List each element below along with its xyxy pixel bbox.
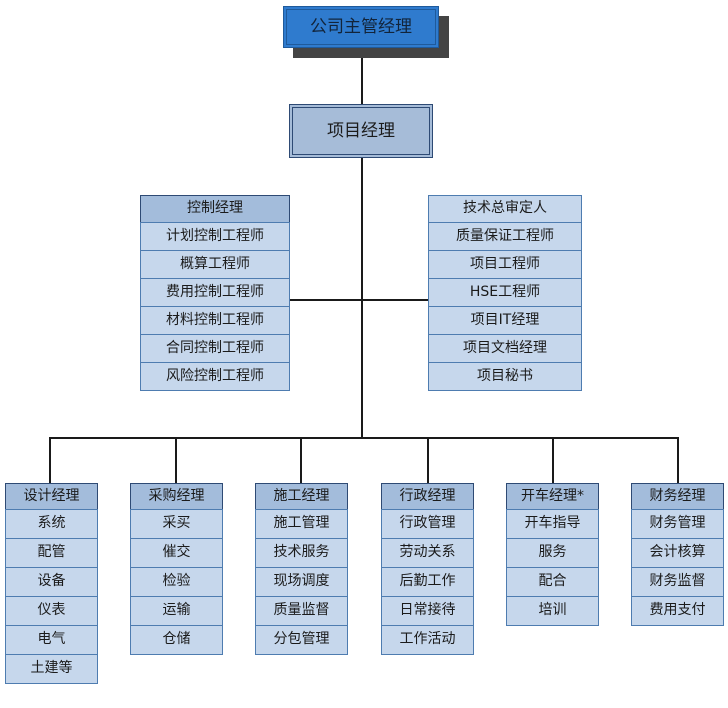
column-control-item[interactable]: 计划控制工程师 [140, 222, 290, 251]
column-design: 设计经理 系统 配管 设备 仪表 电气 土建等 [5, 483, 98, 684]
column-control-header[interactable]: 控制经理 [140, 195, 290, 223]
column-startup-header[interactable]: 开车经理* [506, 483, 599, 510]
connector-drop-procurement [175, 437, 177, 483]
column-design-item[interactable]: 仪表 [5, 596, 98, 626]
column-procurement-item[interactable]: 催交 [130, 538, 223, 568]
connector-drop-design [49, 437, 51, 483]
column-design-item[interactable]: 系统 [5, 509, 98, 539]
column-procurement-header[interactable]: 采购经理 [130, 483, 223, 510]
connector-drop-finance [677, 437, 679, 483]
column-procurement: 采购经理 采买 催交 检验 运输 仓储 [130, 483, 223, 655]
column-technical-header[interactable]: 技术总审定人 [428, 195, 582, 223]
column-design-item[interactable]: 设备 [5, 567, 98, 597]
column-procurement-item[interactable]: 检验 [130, 567, 223, 597]
column-finance-header[interactable]: 财务经理 [631, 483, 724, 510]
column-startup: 开车经理* 开车指导 服务 配合 培训 [506, 483, 599, 626]
column-technical-item[interactable]: 项目文档经理 [428, 334, 582, 363]
column-construction-item[interactable]: 质量监督 [255, 596, 348, 626]
column-design-item[interactable]: 土建等 [5, 654, 98, 684]
column-control-item[interactable]: 概算工程师 [140, 250, 290, 279]
column-design-header[interactable]: 设计经理 [5, 483, 98, 510]
column-administration-header[interactable]: 行政经理 [381, 483, 474, 510]
column-administration: 行政经理 行政管理 劳动关系 后勤工作 日常接待 工作活动 [381, 483, 474, 655]
connector-bottom-bus [49, 437, 678, 439]
column-finance-item[interactable]: 费用支付 [631, 596, 724, 626]
column-administration-item[interactable]: 劳动关系 [381, 538, 474, 568]
column-finance: 财务经理 财务管理 会计核算 财务监督 费用支付 [631, 483, 724, 626]
column-administration-item[interactable]: 后勤工作 [381, 567, 474, 597]
column-startup-item[interactable]: 培训 [506, 596, 599, 626]
node-executive[interactable]: 公司主管经理 [283, 6, 439, 48]
column-construction-item[interactable]: 施工管理 [255, 509, 348, 539]
column-technical-item[interactable]: 项目秘书 [428, 362, 582, 391]
column-technical-item[interactable]: 质量保证工程师 [428, 222, 582, 251]
column-technical-item[interactable]: 项目IT经理 [428, 306, 582, 335]
column-construction-item[interactable]: 技术服务 [255, 538, 348, 568]
column-administration-item[interactable]: 行政管理 [381, 509, 474, 539]
column-administration-item[interactable]: 日常接待 [381, 596, 474, 626]
column-control-item[interactable]: 材料控制工程师 [140, 306, 290, 335]
column-administration-item[interactable]: 工作活动 [381, 625, 474, 655]
column-construction-header[interactable]: 施工经理 [255, 483, 348, 510]
column-procurement-item[interactable]: 采买 [130, 509, 223, 539]
column-control-item[interactable]: 风险控制工程师 [140, 362, 290, 391]
column-control: 控制经理 计划控制工程师 概算工程师 费用控制工程师 材料控制工程师 合同控制工… [140, 195, 290, 391]
column-technical-item[interactable]: HSE工程师 [428, 278, 582, 307]
column-control-item[interactable]: 合同控制工程师 [140, 334, 290, 363]
column-finance-item[interactable]: 财务管理 [631, 509, 724, 539]
column-design-item[interactable]: 电气 [5, 625, 98, 655]
node-project-manager[interactable]: 项目经理 [289, 104, 433, 158]
connector-exec-to-pm [361, 48, 363, 104]
connector-drop-construction [300, 437, 302, 483]
connector-mid-bus [289, 299, 435, 301]
connector-pm-to-trunk [361, 158, 363, 438]
connector-drop-startup [552, 437, 554, 483]
column-finance-item[interactable]: 财务监督 [631, 567, 724, 597]
column-construction: 施工经理 施工管理 技术服务 现场调度 质量监督 分包管理 [255, 483, 348, 655]
column-design-item[interactable]: 配管 [5, 538, 98, 568]
column-control-item[interactable]: 费用控制工程师 [140, 278, 290, 307]
column-construction-item[interactable]: 现场调度 [255, 567, 348, 597]
column-startup-item[interactable]: 开车指导 [506, 509, 599, 539]
column-startup-item[interactable]: 配合 [506, 567, 599, 597]
column-procurement-item[interactable]: 运输 [130, 596, 223, 626]
column-technical-item[interactable]: 项目工程师 [428, 250, 582, 279]
connector-drop-administration [427, 437, 429, 483]
column-procurement-item[interactable]: 仓储 [130, 625, 223, 655]
column-finance-item[interactable]: 会计核算 [631, 538, 724, 568]
column-technical: 技术总审定人 质量保证工程师 项目工程师 HSE工程师 项目IT经理 项目文档经… [428, 195, 582, 391]
column-construction-item[interactable]: 分包管理 [255, 625, 348, 655]
column-startup-item[interactable]: 服务 [506, 538, 599, 568]
